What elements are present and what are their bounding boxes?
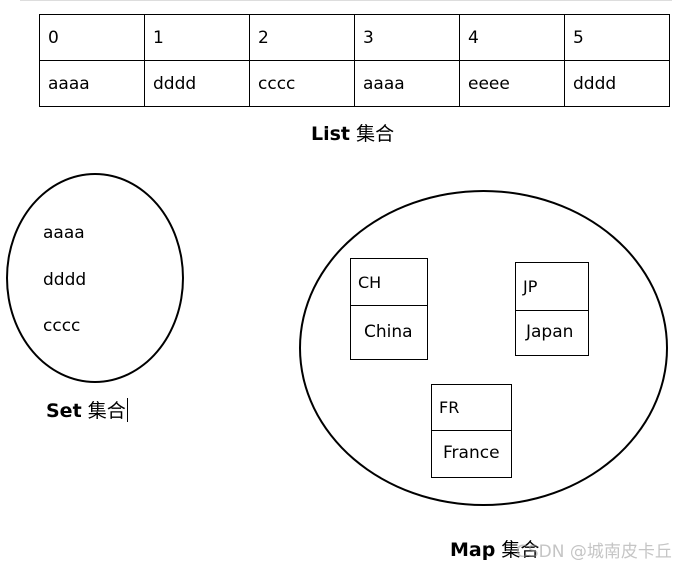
- set-item: cccc: [43, 316, 81, 336]
- map-entry-value: France: [443, 443, 500, 463]
- map-entry: CH China: [350, 258, 428, 360]
- map-entry-key: CH: [351, 259, 427, 306]
- list-caption-cjk: 集合: [356, 123, 395, 145]
- list-index-row: 0 1 2 3 4 5: [39, 14, 670, 61]
- set-caption-cjk: 集合: [87, 400, 126, 422]
- text-cursor: [126, 398, 128, 422]
- list-index-cell: 0: [39, 14, 145, 61]
- list-value-cell: dddd: [144, 60, 250, 107]
- list-value-cell: eeee: [459, 60, 565, 107]
- map-entry-value: China: [364, 321, 413, 342]
- list-value-cell: aaaa: [39, 60, 145, 107]
- watermark: CSDN @城南皮卡丘: [516, 542, 672, 562]
- map-caption-cjk: 集合: [501, 539, 540, 561]
- list-index-cell: 4: [459, 14, 565, 61]
- list-caption-latin: List: [311, 123, 351, 145]
- set-caption-latin: Set: [46, 400, 82, 422]
- set-ellipse: [6, 173, 184, 383]
- set-caption: Set 集合: [46, 396, 128, 423]
- set-item: dddd: [43, 270, 87, 290]
- list-value-cell: cccc: [249, 60, 355, 107]
- set-item: aaaa: [43, 223, 85, 243]
- list-value-cell: dddd: [564, 60, 670, 107]
- map-entry: JP Japan: [515, 262, 589, 356]
- map-entry-key: FR: [432, 385, 511, 431]
- list-table: 0 1 2 3 4 5 aaaa dddd cccc aaaa eeee ddd…: [39, 14, 670, 107]
- list-index-cell: 3: [354, 14, 460, 61]
- map-caption-latin: Map: [450, 539, 496, 561]
- page-top-border: [20, 0, 672, 1]
- list-caption: List 集合: [311, 119, 394, 146]
- list-index-cell: 2: [249, 14, 355, 61]
- map-entry: FR France: [431, 384, 512, 478]
- map-entry-value: Japan: [526, 322, 574, 342]
- map-caption: Map 集合: [450, 535, 539, 562]
- map-entry-key: JP: [516, 263, 588, 311]
- map-ellipse: [299, 190, 668, 506]
- list-index-cell: 1: [144, 14, 250, 61]
- list-value-cell: aaaa: [354, 60, 460, 107]
- list-index-cell: 5: [564, 14, 670, 61]
- list-value-row: aaaa dddd cccc aaaa eeee dddd: [39, 60, 670, 107]
